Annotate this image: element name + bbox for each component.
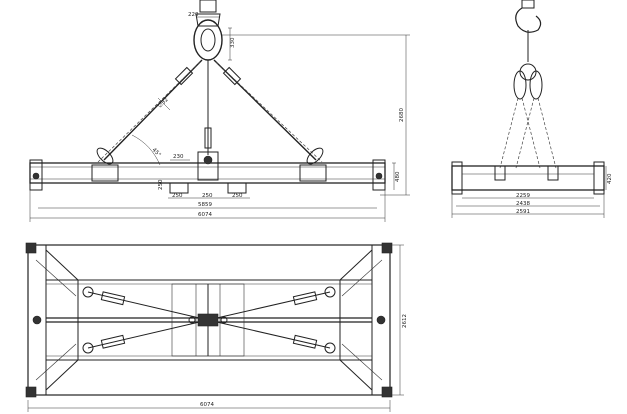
dim-shackle-height: 330 xyxy=(230,37,236,48)
dim-overall-length: 6074 xyxy=(198,212,212,218)
plan-dim-length: 6074 xyxy=(200,402,214,408)
dim-top-width: 220 xyxy=(188,12,199,18)
slings xyxy=(96,59,324,165)
side-view: 420 2259 2438 2591 xyxy=(451,0,613,218)
plan-view: 2612 6074 xyxy=(25,242,408,412)
dim-gap-left: 250 xyxy=(172,193,183,199)
dim-offset: 250 xyxy=(158,179,164,190)
plan-dim-width: 2612 xyxy=(402,314,408,328)
sling-angle-label: 45° xyxy=(151,147,162,158)
dim-inner-length: 5859 xyxy=(198,202,212,208)
side-dim-overall: 2591 xyxy=(516,209,530,215)
side-dim-inner: 2259 xyxy=(516,193,530,199)
front-view: 220 330 2680 ∅32 45° xyxy=(29,0,410,222)
side-dim-height: 420 xyxy=(607,173,613,184)
dim-beam-height: 480 xyxy=(395,171,401,182)
dim-spacing-a: 230 xyxy=(173,154,184,160)
spreader-beam xyxy=(29,151,386,194)
lifting-eye xyxy=(193,0,223,70)
dim-gap-right: 250 xyxy=(232,193,243,199)
dim-gap-mid: 250 xyxy=(202,193,213,199)
side-dim-mid: 2438 xyxy=(516,201,530,207)
dim-overall-height: 2680 xyxy=(399,108,405,122)
